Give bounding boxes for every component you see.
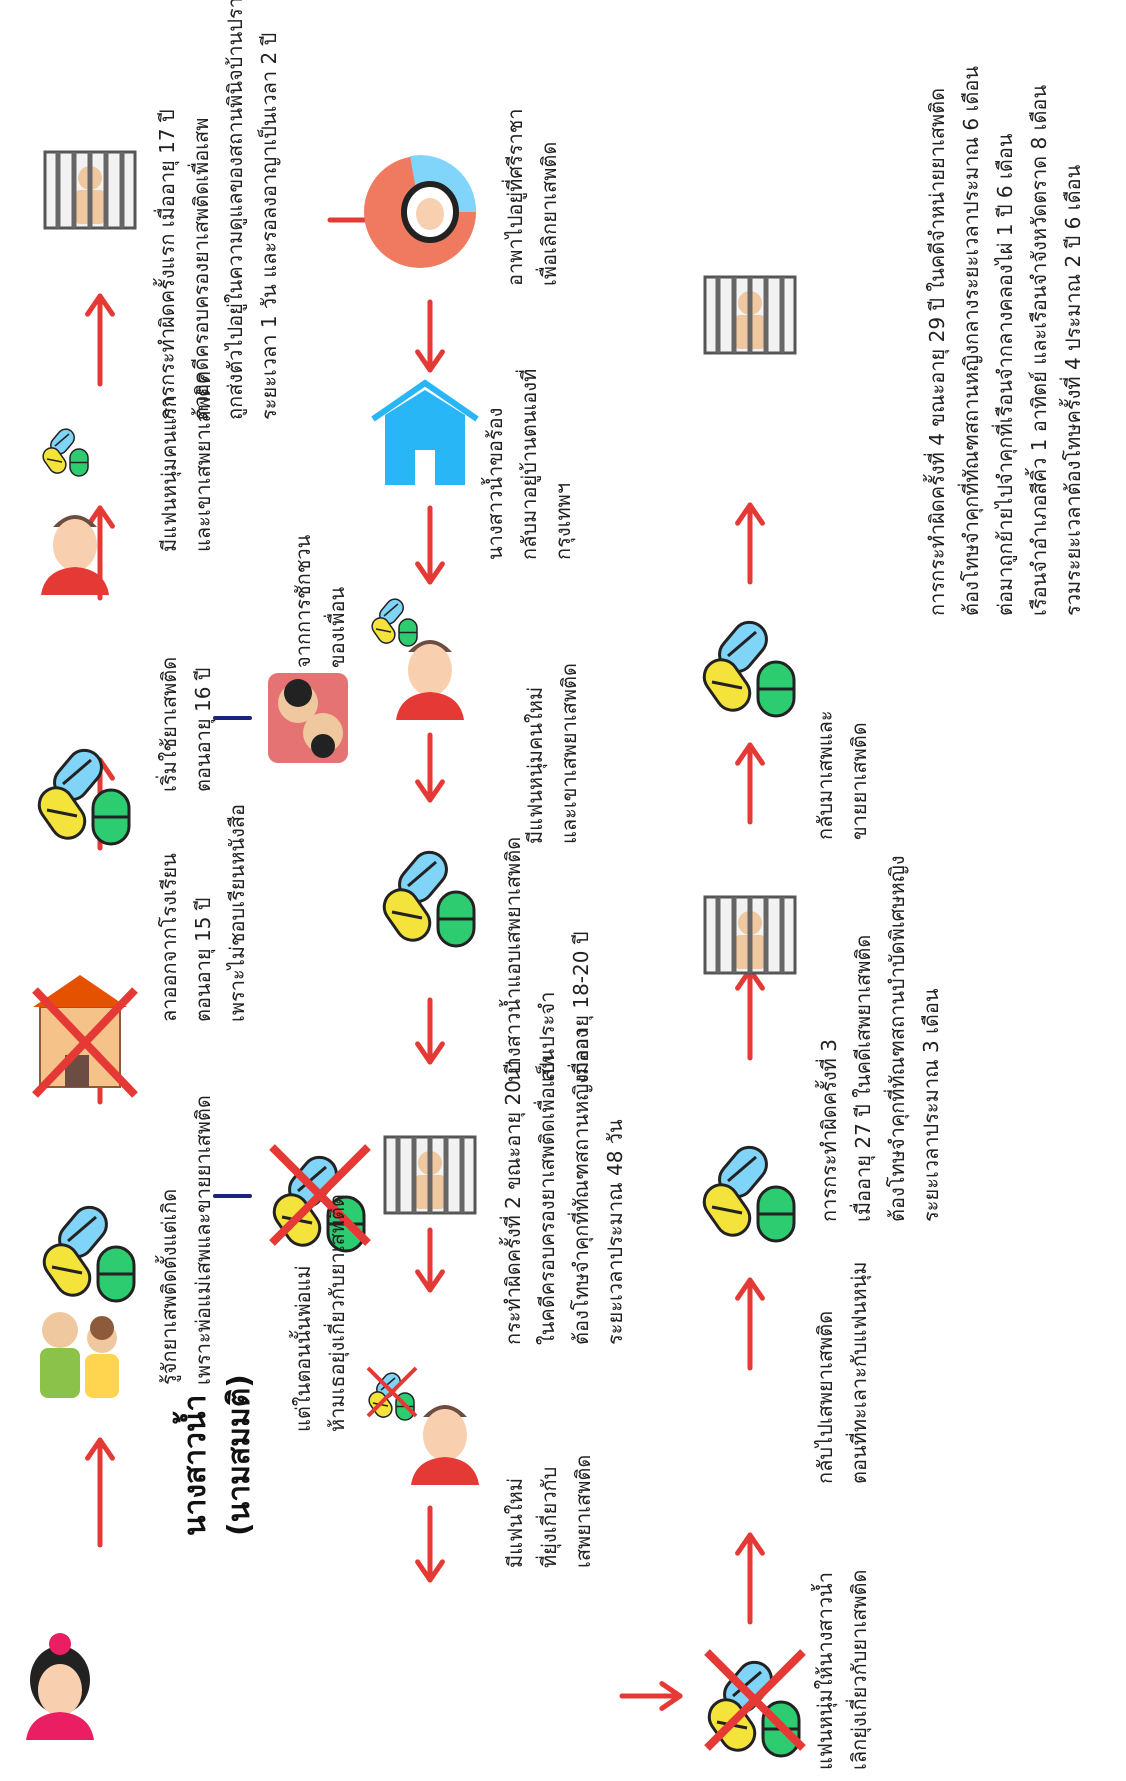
label-aunt: อาพาไปอยู่ที่ศรีราชา เพื่อเลิกยาเสพติด: [498, 108, 566, 286]
label-line: เริ่มใช้ยาเสพติด: [157, 656, 181, 792]
label-line: ต้องโทษจำคุกที่ทัณฑสถานหญิงกลางระยะเวลาป…: [959, 66, 983, 616]
person-name: นางสาวน้ำ: [178, 1394, 213, 1536]
label-line: จากการชักชวน: [291, 534, 315, 668]
label-line: ตอนที่ทะเลาะกับแฟนหนุ่ม: [847, 1261, 871, 1484]
label-line: มีแฟนหนุ่มคนใหม่: [523, 686, 547, 844]
label-line: แต่ในตอนนั้นพ่อแม่: [291, 1265, 315, 1432]
pills-icon: [31, 741, 131, 847]
label-line: กลับไปเสพยาเสพติด: [813, 1310, 837, 1484]
label-line: ด้วยคดีครอบครองยาเสพติดเพื่อเสพ: [189, 117, 213, 420]
label-line: เลิกยุ่งเกี่ยวกับยาเสพติด: [847, 1569, 871, 1770]
label-line: เรือนจำอำเภอสีคิ้ว 1 อาทิตย์ และเรือนจำจ…: [1027, 84, 1051, 616]
third-boyfriend-icon: [411, 1405, 479, 1485]
label-line: เพื่อเลิกยาเสพติด: [537, 141, 561, 286]
flow-arrow: [415, 997, 445, 1065]
label-line: อาพาไปอยู่ที่ศรีราชา: [503, 108, 527, 286]
label-line: รู้จักยาเสพติดตั้งแต่เกิด: [157, 1188, 181, 1385]
label-friends: จากการชักชวน ของเพื่อน: [286, 535, 354, 668]
pills-icon: [696, 613, 796, 719]
pills-icon: [36, 1198, 136, 1304]
label-line: การกระทำผิดครั้งแรก เมื่ออายุ 17 ปี: [155, 109, 179, 420]
flow-arrow: [735, 967, 765, 1061]
flow-arrow: [415, 1227, 445, 1293]
label-line: ต้องโทษจำคุกที่ทัณฑสถานบำบัดพิเศษหญิง: [885, 855, 909, 1222]
label-line: ต่อมาถูกย้ายไปจำคุกที่เรือนจำกลางคลองไผ่…: [993, 133, 1017, 616]
label-line: ของเพื่อน: [325, 586, 349, 668]
label-line: ระยะเวลาประมาณ 48 วัน: [603, 1119, 627, 1345]
label-line: ขายยาเสพติด: [847, 722, 871, 840]
label-parents-forbid: แต่ในตอนนั้นพ่อแม่ ห้ามเธอยุ่งเกี่ยวกับย…: [286, 1194, 354, 1432]
label-line: เสพยาเสพติด: [571, 1454, 595, 1568]
flow-arrow: [619, 1681, 683, 1711]
flow-arrow: [415, 299, 445, 373]
label-line: ตอนอายุ 16 ปี: [191, 667, 215, 793]
aunt-icon: [364, 155, 477, 268]
label-deal: กลับมาเสพและ ขายยาเสพติด: [808, 710, 876, 840]
parents-icon: [40, 1312, 119, 1398]
label-line: ถูกส่งตัวไปอยู่ในความดูแลของสถานพินิจบ้า…: [223, 0, 247, 420]
jail-icon: [705, 277, 795, 353]
jail-icon: [45, 152, 135, 228]
label-line: ลาออกจากโรงเรียน: [157, 853, 181, 1022]
label-fourth-offense: การกระทำผิดครั้งที่ 4 ขณะอายุ 29 ปี ในคด…: [920, 66, 1090, 616]
label-start-use: เริ่มใช้ยาเสพติด ตอนอายุ 16 ปี: [152, 657, 220, 792]
home-icon: [371, 379, 479, 485]
label-line: ระยะเวลา 1 วัน และรอลงอาญาเป็นเวลา 2 ปี: [257, 32, 281, 420]
pills-icon: [376, 843, 476, 949]
label-line: ระยะเวลาประมาณ 3 เดือน: [919, 988, 943, 1222]
label-line: กลับมาอยู่บ้านตนเองที่: [517, 368, 541, 560]
label-quit: แฟนหนุ่มให้นางสาวน้ำ เลิกยุ่งเกี่ยวกับยา…: [808, 1569, 876, 1770]
flow-arrow: [415, 1505, 445, 1583]
person-alias: (นามสมมติ): [222, 1374, 257, 1536]
label-home: นางสาวน้ำขอร้อง กลับมาอยู่บ้านตนเองที่ ก…: [478, 369, 580, 560]
label-line: เป็นประจำ: [535, 991, 559, 1082]
label-line: รวมระยะเวลาต้องโทษครั้งที่ 4 ประมาณ 2 ปี…: [1061, 164, 1085, 616]
label-new-boyfriend: มีแฟนหนุ่มคนใหม่ และเขาเสพยาเสพติด: [518, 663, 586, 844]
label-line: ตอนอายุ 15 ปี: [191, 897, 215, 1023]
woman-icon: [26, 1633, 94, 1740]
pills-icon: [39, 424, 89, 478]
label-line: เพราะพ่อแม่เสพและขายยาเสพติด: [191, 1095, 215, 1385]
person-title: นางสาวน้ำ (นามสมมติ): [174, 1374, 262, 1536]
new-boyfriend-icon: [396, 640, 464, 720]
label-line: แฟนหนุ่มให้นางสาวน้ำ: [813, 1572, 837, 1770]
label-line: กรุงเทพฯ: [551, 482, 575, 560]
flow-arrow: [735, 1277, 765, 1371]
friends-icon: [268, 673, 348, 763]
flow-arrow: [735, 1532, 765, 1625]
flow-arrow: [735, 502, 765, 585]
jail-icon: [705, 897, 795, 973]
school-icon: [32, 975, 138, 1098]
flow-arrow: [85, 1437, 115, 1548]
label-line: การกระทำผิดครั้งที่ 4 ขณะอายุ 29 ปี ในคด…: [925, 87, 949, 616]
label-line: ห้ามเธอยุ่งเกี่ยวกับยาเสพติด: [325, 1194, 349, 1432]
pills-icon: [368, 594, 418, 648]
jail-icon: [385, 1137, 475, 1213]
label-line: ที่ยุ่งเกี่ยวกับ: [537, 1466, 561, 1568]
label-line: นางสาวน้ำแอบเสพยาเสพติด: [501, 836, 525, 1082]
label-parents: รู้จักยาเสพติดตั้งแต่เกิด เพราะพ่อแม่เสพ…: [152, 1095, 220, 1385]
flow-arrow: [735, 742, 765, 825]
label-relapse: กลับไปเสพยาเสพติด ตอนที่ทะเลาะกับแฟนหนุ่…: [808, 1262, 876, 1484]
label-line: เมื่ออายุ 18-20 ปี: [569, 931, 593, 1082]
label-line: เมื่ออายุ 27 ปี ในคดีเสพยาเสพติด: [851, 934, 875, 1222]
label-secret-use: นางสาวน้ำแอบเสพยาเสพติด เป็นประจำ เมื่ออ…: [496, 837, 598, 1082]
label-third-offense: การกระทำผิดครั้งที่ 3 เมื่ออายุ 27 ปี ใน…: [812, 855, 948, 1222]
label-third-boyfriend: มีแฟนใหม่ ที่ยุ่งเกี่ยวกับ เสพยาเสพติด: [498, 1455, 600, 1568]
flow-arrow: [85, 293, 115, 387]
label-first-offense: การกระทำผิดครั้งแรก เมื่ออายุ 17 ปี ด้วย…: [150, 0, 286, 420]
pills-icon: [696, 1138, 796, 1244]
flow-arrow: [415, 505, 445, 585]
label-line: กลับมาเสพและ: [813, 710, 837, 840]
label-line: การกระทำผิดครั้งที่ 3: [817, 1039, 841, 1222]
label-line: และเขาเสพยาเสพติด: [557, 662, 581, 844]
label-school: ลาออกจากโรงเรียน ตอนอายุ 15 ปี เพราะไม่ช…: [152, 804, 254, 1022]
label-line: นางสาวน้ำขอร้อง: [483, 407, 507, 560]
label-line: มีแฟนใหม่: [503, 1477, 527, 1568]
flow-arrow: [415, 732, 445, 803]
label-line: เพราะไม่ชอบเรียนหนังสือ: [225, 803, 249, 1022]
